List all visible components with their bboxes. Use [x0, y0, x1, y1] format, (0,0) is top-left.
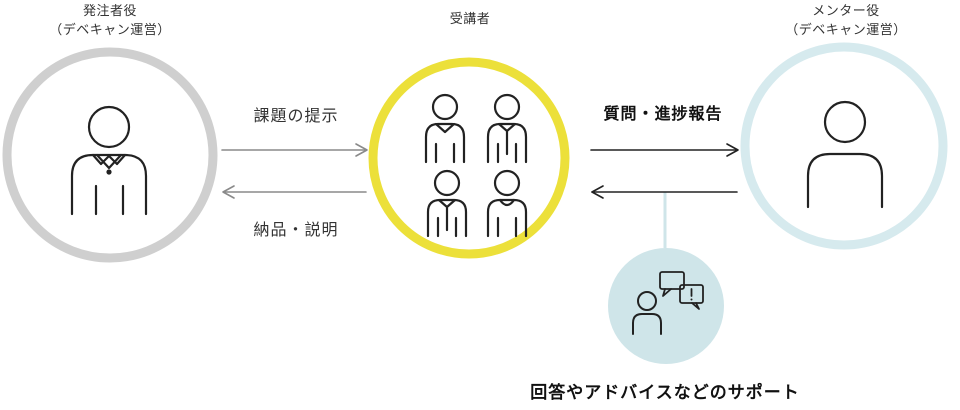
- answer-arrow: [591, 185, 738, 199]
- support-circle: [608, 248, 724, 364]
- mentor-circle: [740, 42, 948, 250]
- delivery-arrow: [222, 185, 367, 199]
- students-circle: [368, 57, 570, 259]
- support-label: 回答やアドバイスなどのサポート: [530, 383, 800, 403]
- speech-bubble-icon: [659, 271, 685, 297]
- client-circle: [2, 47, 218, 263]
- students-label: 受講者: [420, 10, 520, 29]
- exclamation-bubble-icon: [679, 284, 704, 310]
- mentor-label: メンター役 （デベキャン運営）: [776, 2, 916, 40]
- delivery-label: 納品・説明: [253, 220, 339, 239]
- client-label: 発注者役 （デベキャン運営）: [40, 2, 180, 40]
- client-title: 発注者役: [82, 4, 137, 19]
- support-person-icon: [632, 291, 662, 335]
- task-label: 課題の提示: [253, 106, 339, 125]
- mentor-person-icon: [806, 100, 884, 209]
- client-person-icon: [70, 105, 148, 216]
- students-title: 受講者: [449, 12, 491, 27]
- mentor-subtitle: （デベキャン運営）: [785, 23, 907, 38]
- mentor-title: メンター役: [812, 4, 880, 19]
- question-arrow: [590, 143, 739, 157]
- client-subtitle: （デベキャン運営）: [49, 23, 171, 38]
- students-group-icon: [424, 93, 528, 238]
- question-label: 質問・進捗報告: [603, 104, 723, 123]
- task-arrow: [221, 143, 368, 157]
